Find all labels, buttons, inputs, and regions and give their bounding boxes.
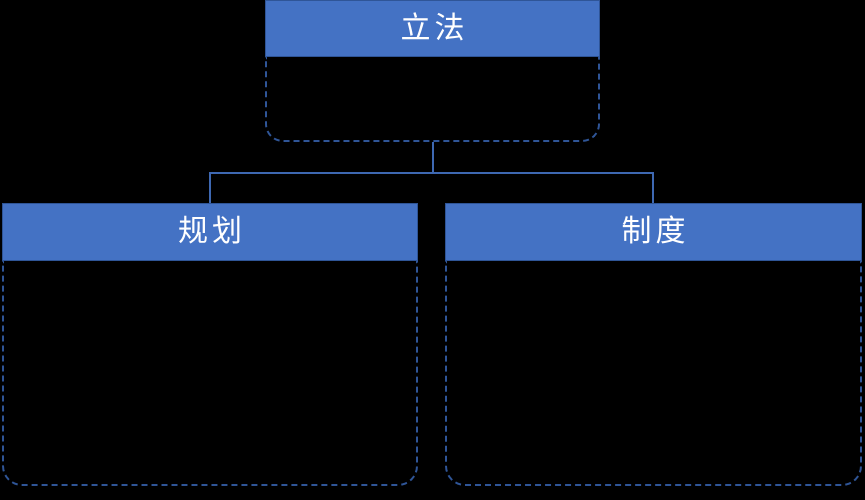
node-planning[interactable]: 规划 xyxy=(2,203,418,486)
node-legislation-body xyxy=(265,57,600,142)
connector-right-drop xyxy=(652,172,654,204)
connector-horizontal xyxy=(209,172,654,174)
node-system[interactable]: 制度 xyxy=(445,203,862,486)
node-system-label: 制度 xyxy=(621,214,690,249)
node-planning-body xyxy=(2,261,418,486)
node-planning-header: 规划 xyxy=(2,203,418,261)
node-planning-label: 规划 xyxy=(178,214,246,249)
node-legislation-header: 立法 xyxy=(265,0,600,57)
node-system-header: 制度 xyxy=(445,203,862,261)
node-legislation[interactable]: 立法 xyxy=(265,0,600,142)
node-system-body xyxy=(445,261,862,486)
connector-top-vertical xyxy=(432,142,434,173)
connector-left-drop xyxy=(209,172,211,204)
node-legislation-label: 立法 xyxy=(400,10,469,46)
